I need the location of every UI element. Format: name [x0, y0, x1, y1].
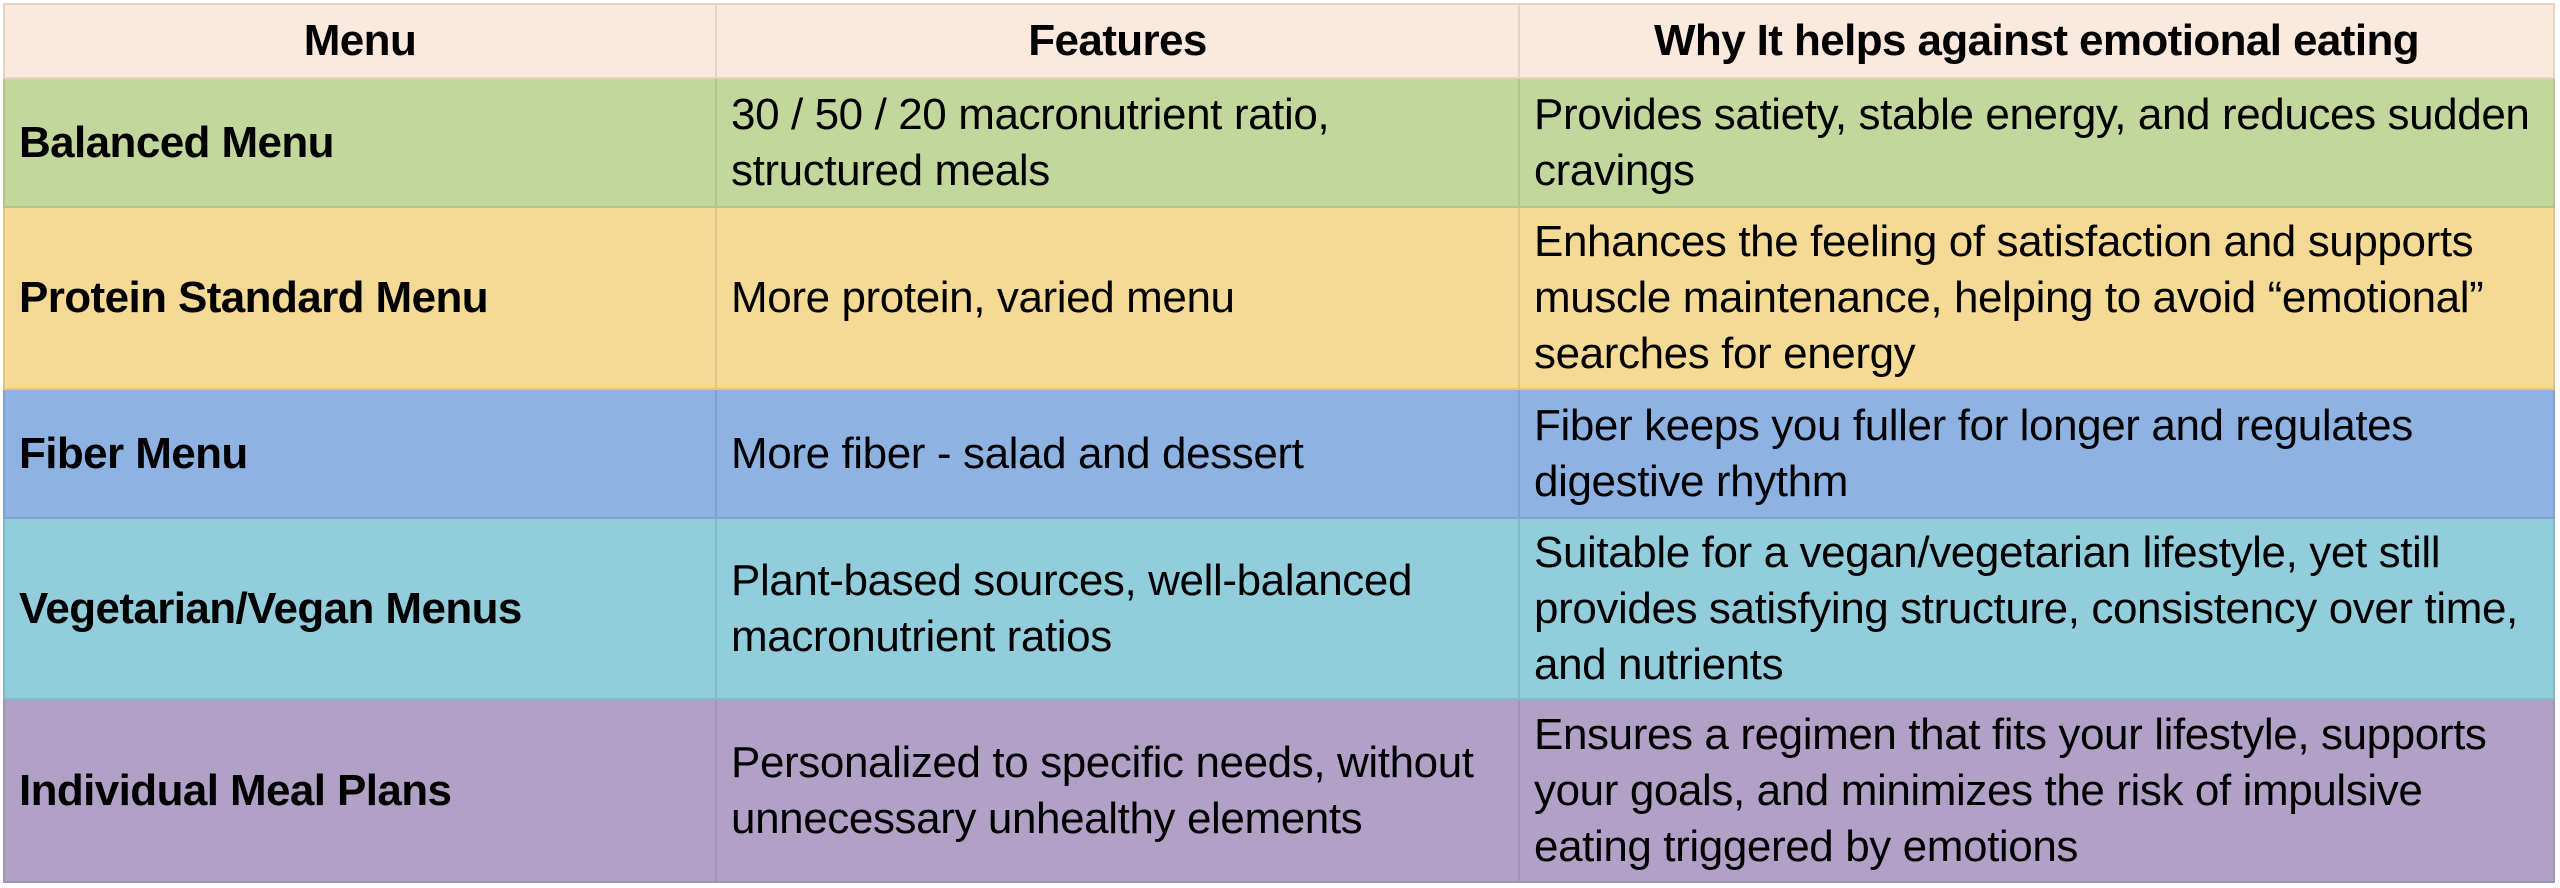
header-why: Why It helps against emotional eating [1518, 3, 2555, 79]
why-cell: Suitable for a vegan/vegetarian lifestyl… [1518, 517, 2555, 700]
features-cell: More protein, varied menu [715, 206, 1520, 390]
table-row: Vegetarian/Vegan Menus Plant-based sourc… [3, 517, 2555, 700]
table-row: Individual Meal Plans Personalized to sp… [3, 698, 2555, 883]
header-row: Menu Features Why It helps against emoti… [3, 3, 2555, 79]
features-cell: More fiber - salad and dessert [715, 388, 1520, 519]
why-cell: Fiber keeps you fuller for longer and re… [1518, 388, 2555, 519]
menu-name-cell: Protein Standard Menu [3, 206, 717, 390]
header-features: Features [715, 3, 1520, 79]
menu-name-cell: Fiber Menu [3, 388, 717, 519]
features-cell: Plant-based sources, well-balanced macro… [715, 517, 1520, 700]
table-row: Protein Standard Menu More protein, vari… [3, 206, 2555, 390]
table-row: Balanced Menu 30 / 50 / 20 macronutrient… [3, 77, 2555, 208]
why-cell: Enhances the feeling of satisfaction and… [1518, 206, 2555, 390]
menu-name-cell: Balanced Menu [3, 77, 717, 208]
menu-name-cell: Individual Meal Plans [3, 698, 717, 883]
why-cell: Ensures a regimen that fits your lifesty… [1518, 698, 2555, 883]
why-cell: Provides satiety, stable energy, and red… [1518, 77, 2555, 208]
menu-name-cell: Vegetarian/Vegan Menus [3, 517, 717, 700]
header-menu: Menu [3, 3, 717, 79]
table-row: Fiber Menu More fiber - salad and desser… [3, 388, 2555, 519]
menu-comparison-table: Menu Features Why It helps against emoti… [3, 3, 2555, 883]
features-cell: Personalized to specific needs, without … [715, 698, 1520, 883]
features-cell: 30 / 50 / 20 macronutrient ratio, struct… [715, 77, 1520, 208]
